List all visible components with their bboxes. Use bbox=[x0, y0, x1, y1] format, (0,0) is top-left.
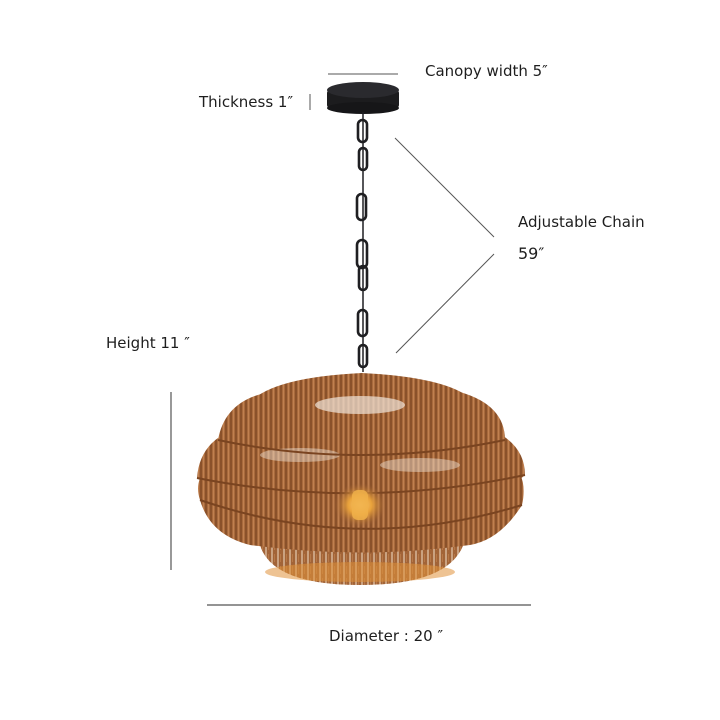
canopy-width-label: Canopy width 5″ bbox=[425, 62, 548, 80]
chain-pointer-line-lower bbox=[395, 253, 495, 354]
canopy-icon bbox=[327, 82, 399, 114]
chain-title-label: Adjustable Chain bbox=[518, 213, 645, 231]
height-label: Height 11 ″ bbox=[106, 334, 190, 352]
chain-length-label: 59″ bbox=[518, 244, 545, 263]
chain-icon bbox=[355, 112, 369, 372]
chain-pointer-line-upper bbox=[394, 137, 495, 238]
thickness-label: Thickness 1″ bbox=[199, 93, 294, 111]
diameter-label: Diameter : 20 ″ bbox=[329, 627, 444, 645]
rattan-shade-icon bbox=[196, 373, 526, 585]
